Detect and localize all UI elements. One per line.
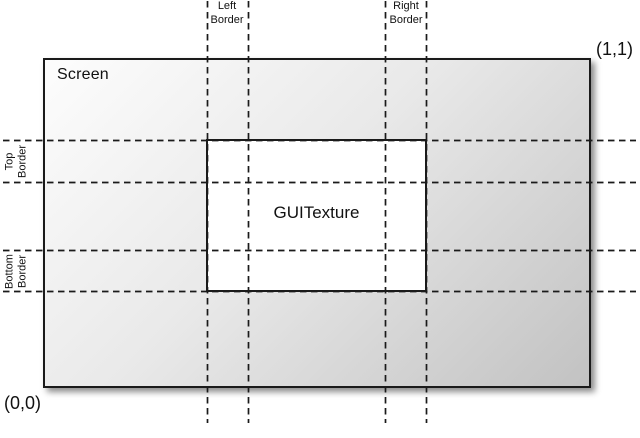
origin-coordinate-label: (0,0) bbox=[4, 393, 42, 413]
bottom-border-label-line2: Border bbox=[16, 254, 29, 289]
left-border-label-line2: Border bbox=[210, 13, 244, 26]
guitexture-rect: GUITexture bbox=[206, 139, 427, 292]
top-border-label-line1: Top bbox=[3, 152, 16, 171]
bottom-border-label: Bottom Border bbox=[4, 248, 31, 296]
left-border-label-line1: Left bbox=[217, 0, 237, 12]
right-border-label: Right Border bbox=[383, 0, 429, 27]
guitexture-label: GUITexture bbox=[273, 202, 360, 222]
right-border-label-line2: Border bbox=[389, 13, 423, 26]
left-border-label: Left Border bbox=[204, 0, 250, 27]
bottom-border-label-line1: Bottom bbox=[3, 254, 16, 289]
screen-label: Screen bbox=[57, 66, 109, 83]
right-border-label-line1: Right bbox=[393, 0, 419, 12]
top-border-label-line2: Border bbox=[16, 144, 29, 179]
top-border-label: Top Border bbox=[4, 138, 31, 186]
top-right-coordinate-label: (1,1) bbox=[596, 39, 634, 59]
